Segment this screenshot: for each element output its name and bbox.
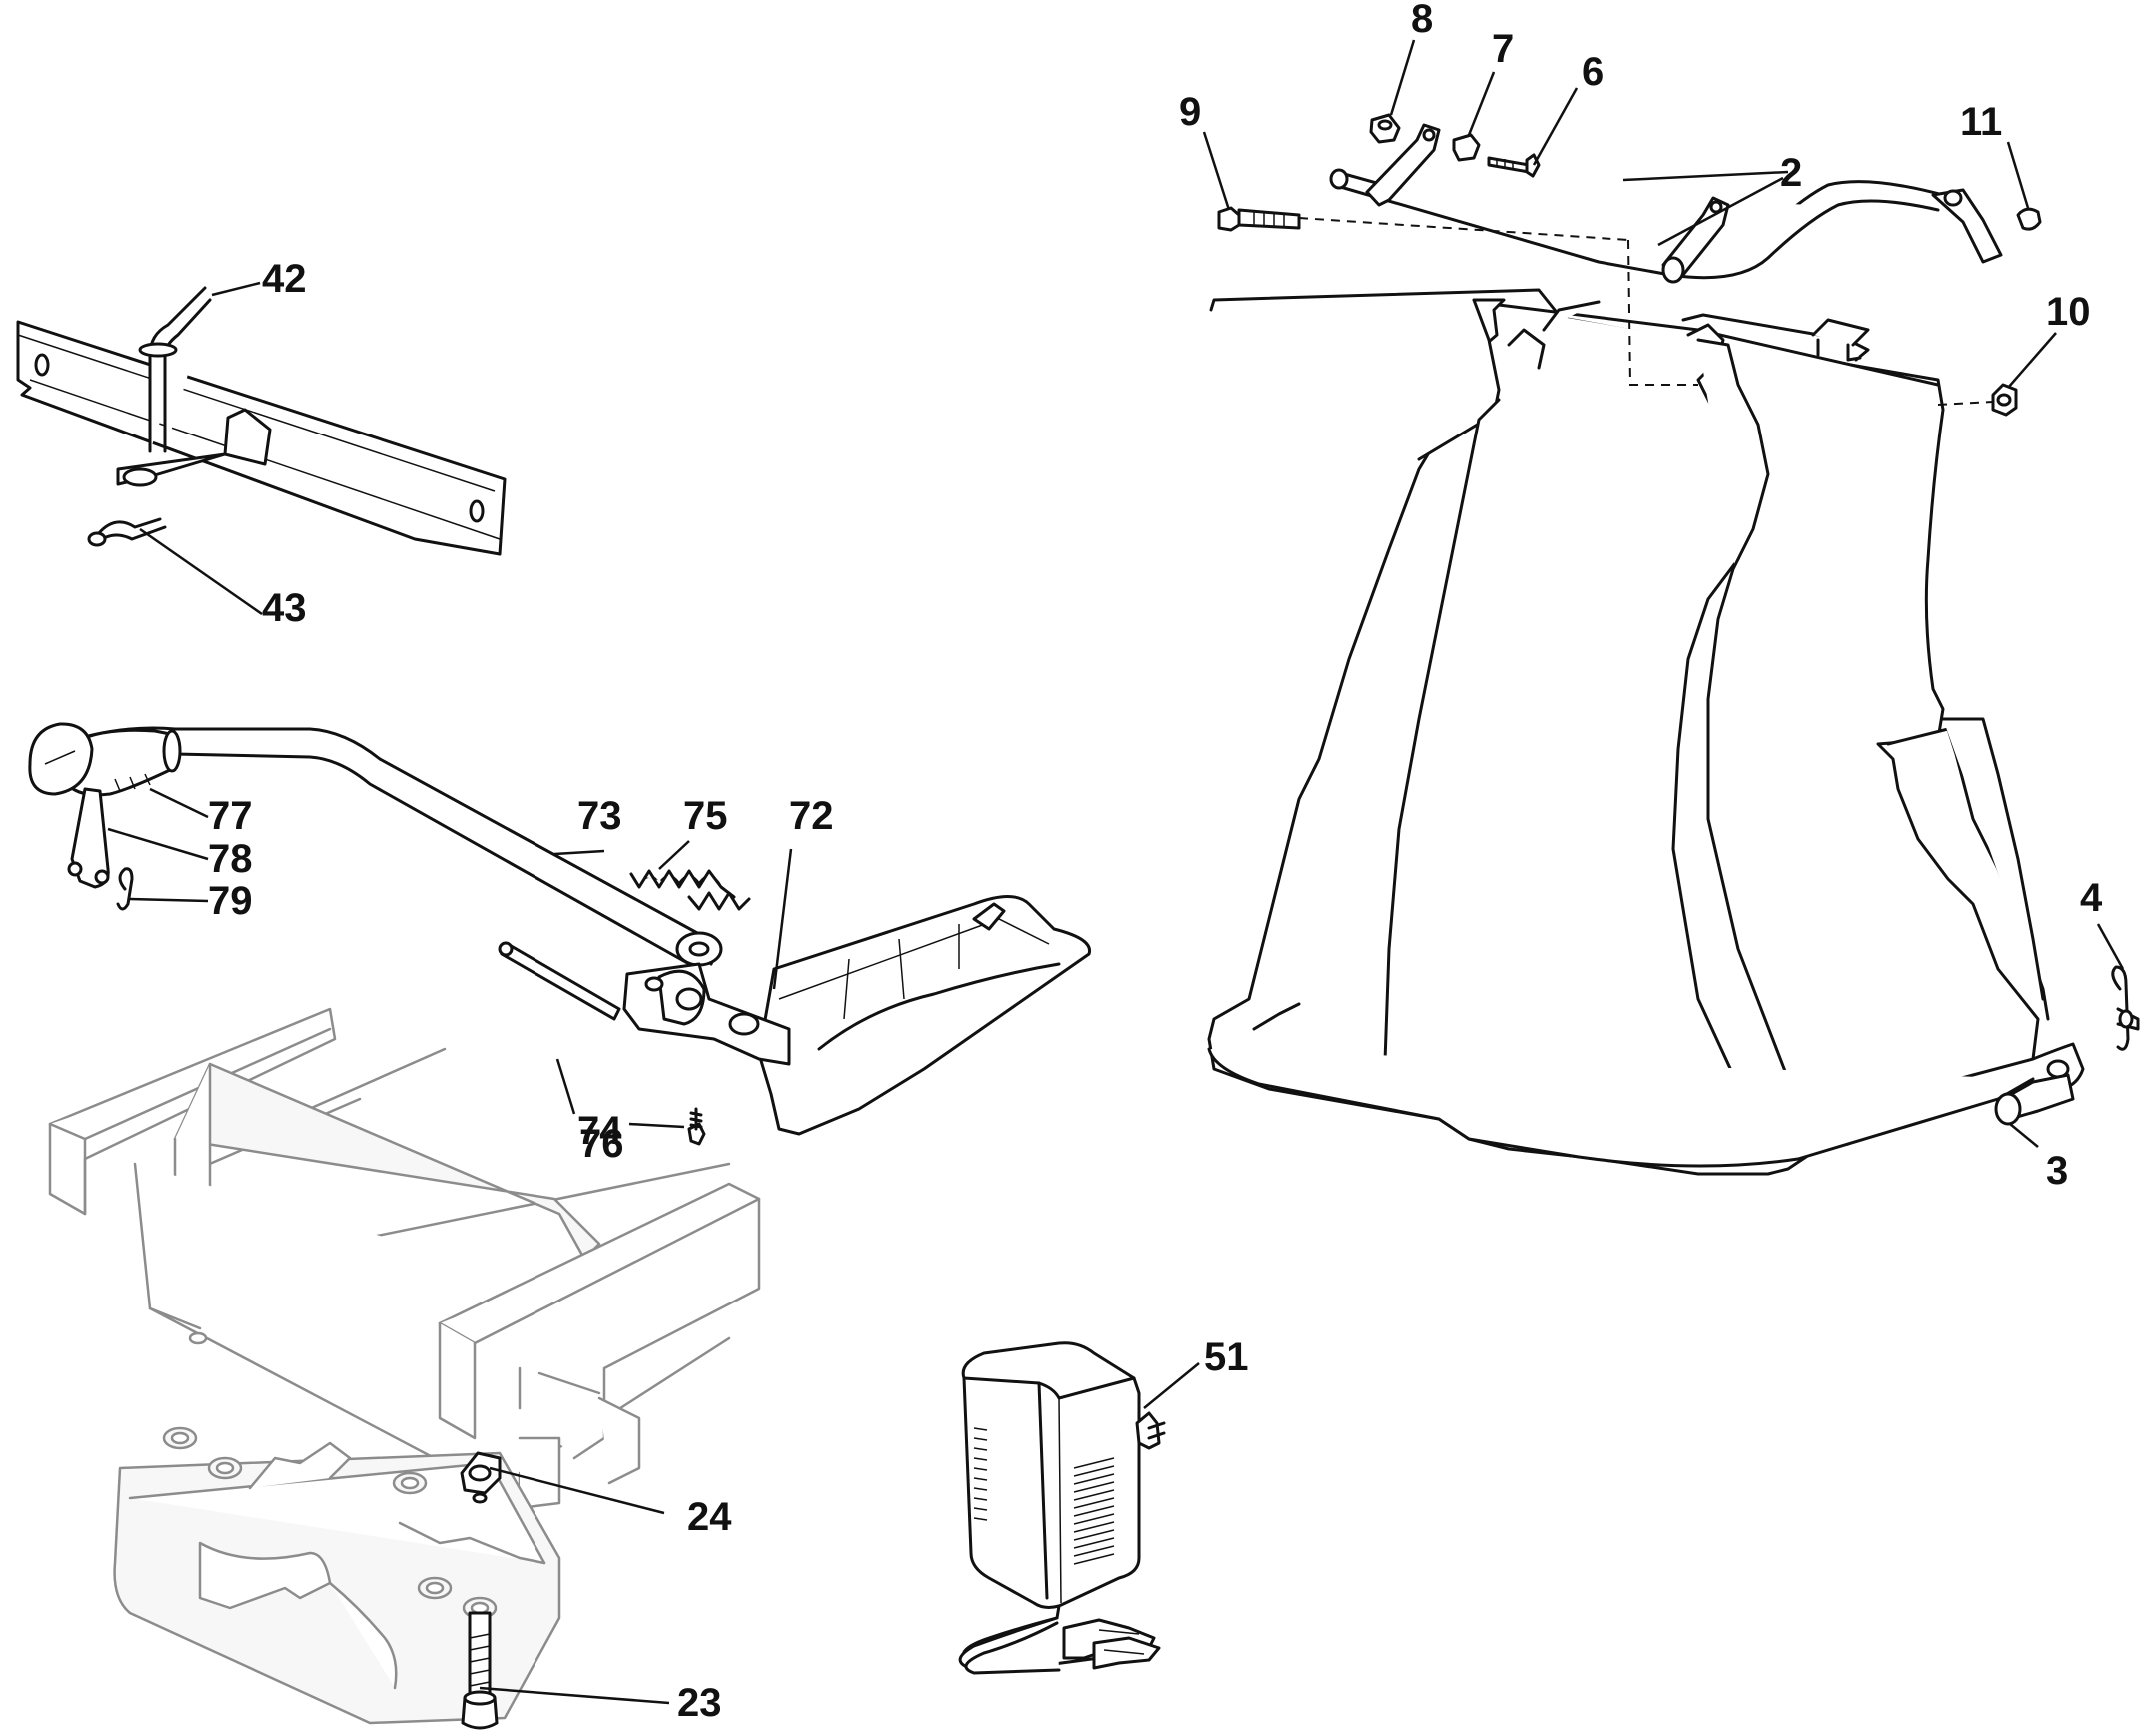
- callout-42: 42: [262, 257, 307, 301]
- callout-23: 23: [677, 1681, 722, 1725]
- callout-labels: 2 3 4 6 7 8 9 10 11 23 24 42 43 51 72 73…: [208, 0, 2103, 1725]
- callout-3: 3: [2046, 1149, 2068, 1193]
- callout-79: 79: [208, 879, 253, 923]
- callout-7: 7: [1492, 27, 1514, 71]
- callout-4: 4: [2080, 876, 2103, 920]
- callout-77: 77: [208, 794, 253, 838]
- callout-76: 76: [579, 1122, 624, 1166]
- callout-74: 74: [577, 1109, 622, 1153]
- callout-6: 6: [1582, 50, 1604, 94]
- hitch-rail-assembly: [16, 286, 507, 556]
- callout-11: 11: [1960, 100, 2002, 144]
- callout-51: 51: [1204, 1335, 1249, 1379]
- callout-10: 10: [2046, 290, 2091, 334]
- callout-73: 73: [577, 794, 622, 838]
- lift-rod: [1329, 123, 2003, 284]
- callout-72: 72: [789, 794, 834, 838]
- callout-8: 8: [1411, 0, 1433, 41]
- callout-9: 9: [1179, 90, 1201, 134]
- callout-2: 2: [1780, 151, 1802, 195]
- callout-24: 24: [687, 1495, 732, 1539]
- lever-assembly: [28, 722, 1092, 1146]
- callout-43: 43: [262, 586, 307, 630]
- leader-lines: [107, 39, 2125, 1705]
- callout-78: 78: [208, 837, 253, 881]
- battery-charger: [958, 1341, 1166, 1675]
- frame-and-battery: [48, 1007, 761, 1730]
- grass-catcher-assembly: [1207, 113, 2140, 1176]
- callout-75: 75: [683, 794, 728, 838]
